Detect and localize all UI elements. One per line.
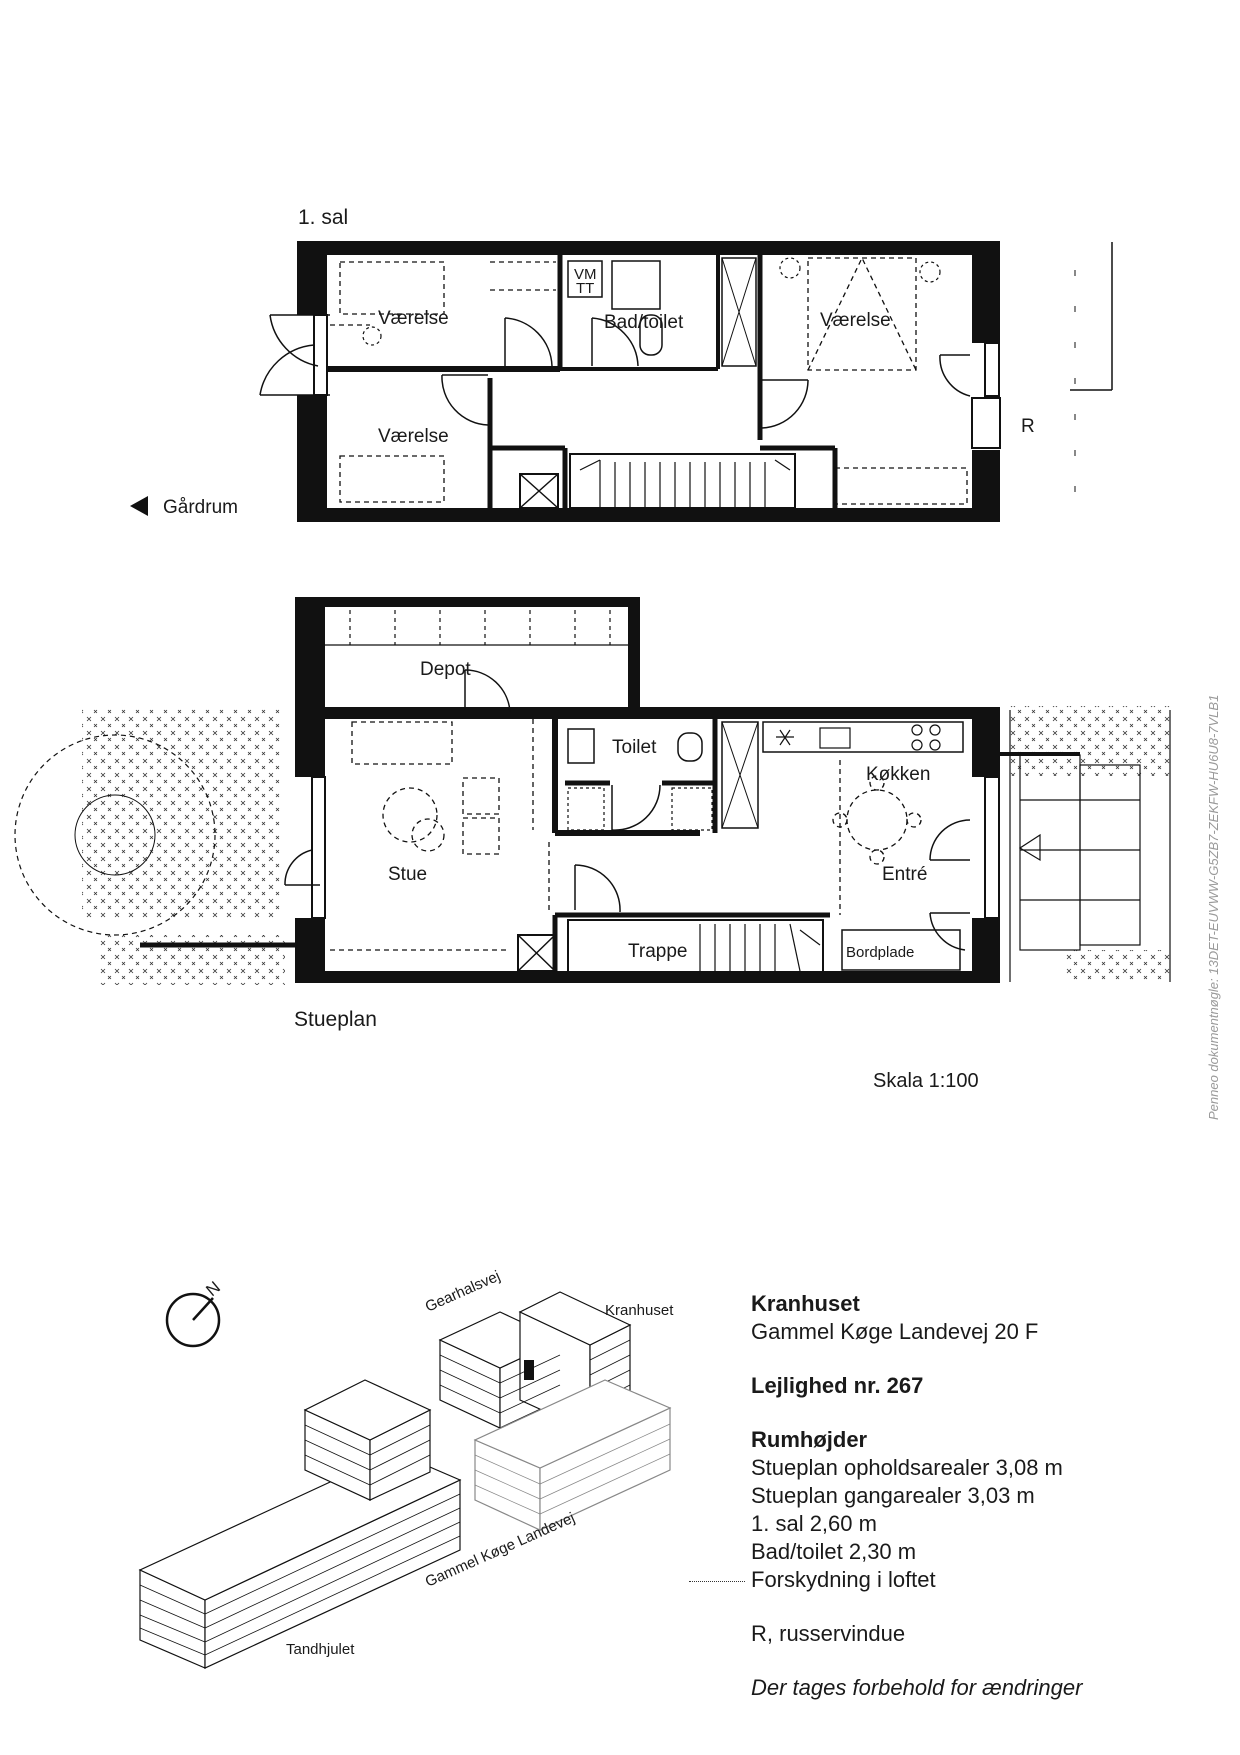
room-label-vaerelse-3: Værelse [820, 310, 891, 331]
compass-icon [165, 1292, 221, 1348]
room-label-vaerelse-2: Værelse [378, 426, 449, 447]
room-label-koekken: Køkken [866, 764, 930, 785]
scale-label: Skala 1:100 [873, 1070, 979, 1092]
info-panel: Kranhuset Gammel Køge Landevej 20 F Lejl… [689, 1290, 1191, 1702]
dotted-line-legend [689, 1580, 745, 1582]
upper-floor-plan [259, 241, 1113, 522]
room-height-1: Stueplan opholdsarealer 3,08 m [751, 1455, 1063, 1480]
arrow-left-icon [130, 496, 148, 516]
russervindue-note: R, russervindue [751, 1621, 906, 1646]
ground-floor-plan [14, 597, 1171, 985]
room-label-depot: Depot [420, 659, 471, 680]
building-label-kranhuset: Kranhuset [605, 1302, 674, 1319]
north-indicator: N [165, 1278, 224, 1348]
room-label-toilet: Toilet [612, 737, 657, 758]
russervindue-marker: R [1021, 416, 1035, 437]
gaardrum-indicator: Gårdrum [130, 496, 238, 518]
disclaimer: Der tages forbehold for ændringer [751, 1675, 1083, 1700]
room-height-4: Bad/toilet 2,30 m [751, 1539, 917, 1564]
site-massing-drawing [138, 1291, 672, 1669]
building-address: Gammel Køge Landevej 20 F [751, 1319, 1039, 1344]
document-key: Penneo dokumentnøgle: 13DET-EUVWW-G5ZB7-… [1206, 694, 1221, 1120]
upper-floor-title: 1. sal [298, 206, 348, 229]
room-label-tt: TT [576, 280, 594, 297]
room-label-vaerelse-1: Værelse [378, 308, 449, 329]
room-label-trappe: Trappe [628, 941, 688, 962]
room-label-bad-toilet: Bad/toilet [604, 312, 684, 333]
room-height-2: Stueplan gangarealer 3,03 m [751, 1483, 1035, 1508]
building-label-tandhjulet: Tandhjulet [286, 1641, 355, 1658]
room-label-vm: VM [574, 266, 597, 283]
apartment-number: Lejlighed nr. 267 [751, 1373, 924, 1398]
room-height-3: 1. sal 2,60 m [751, 1511, 877, 1536]
gaardrum-label: Gårdrum [163, 497, 238, 518]
street-label-gearhalsvej: Gearhalsvej [423, 1268, 503, 1316]
room-label-stue: Stue [388, 864, 427, 885]
ground-room-labels: Depot Toilet Køkken Stue Entré Trappe Bo… [388, 659, 930, 962]
ground-floor-title: Stueplan [294, 1008, 377, 1031]
building-name: Kranhuset [751, 1291, 860, 1316]
ceiling-offset-note: Forskydning i loftet [689, 1566, 1191, 1594]
upper-room-labels: Værelse Værelse Værelse Bad/toilet VM TT… [378, 266, 1035, 447]
room-label-bordplade: Bordplade [846, 944, 914, 961]
room-label-entre: Entré [882, 864, 927, 885]
room-heights-title: Rumhøjder [751, 1427, 868, 1452]
